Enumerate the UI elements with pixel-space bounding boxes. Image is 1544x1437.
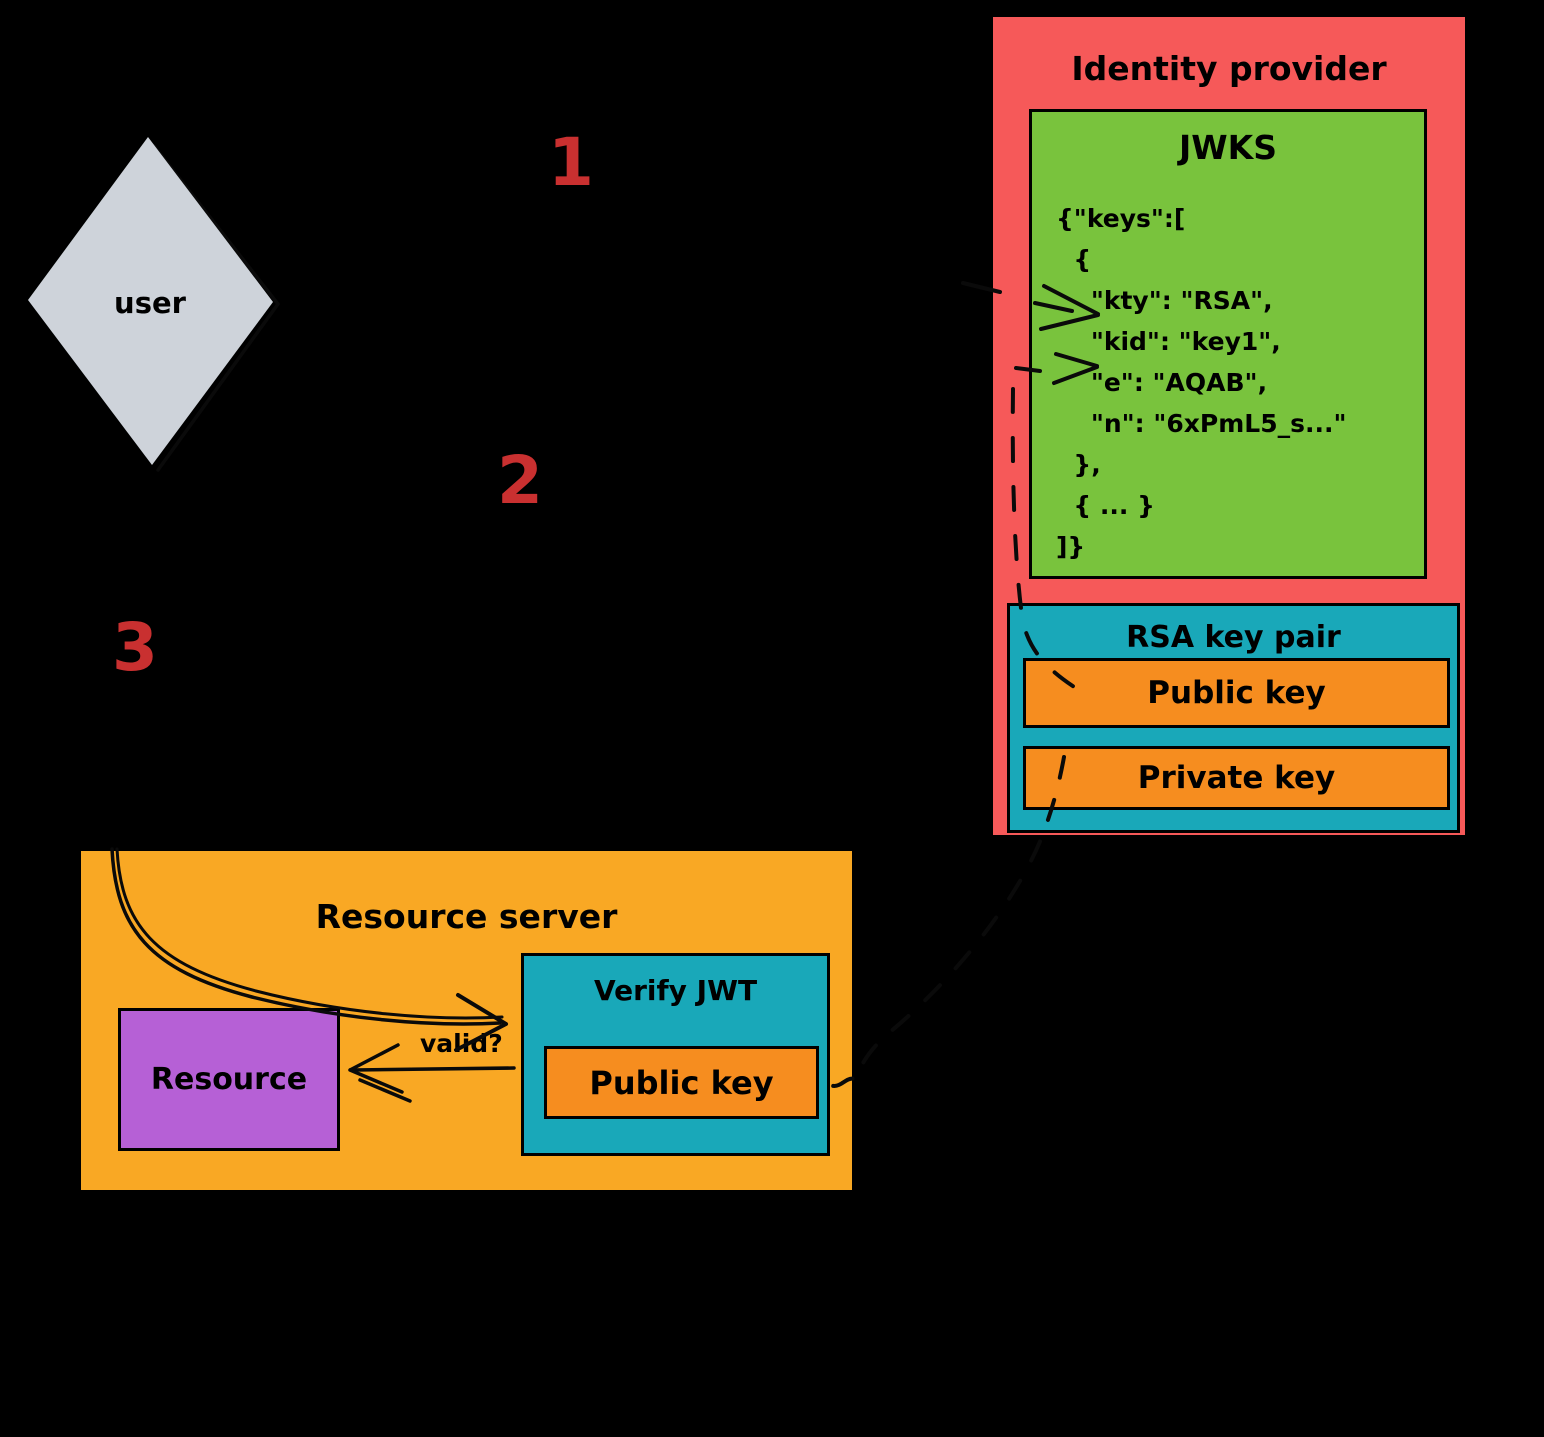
jwks-json-line: "kty": "RSA", [1056,286,1273,315]
jwks-json-line: "n": "6xPmL5_s..." [1056,409,1347,438]
rsa-key-pair-box: RSA key pair Public key Private key [1007,603,1460,833]
rsa-key-pair-title: RSA key pair [1126,620,1341,655]
resource-server-title: Resource server [315,897,618,936]
idp-private-key-label: Private key [1137,760,1336,796]
resource-server-box: Resource server Resource Verify JWT Publ… [78,848,855,1193]
identity-provider-box: Identity provider JWKS {"keys":[ { "kty"… [990,14,1468,838]
valid-question-label: valid? [420,1029,503,1058]
jwks-json-line: }, [1056,450,1101,479]
jwks-json-line: {"keys":[ [1056,204,1186,233]
verify-jwt-title: Verify JWT [593,974,758,1007]
resource-label: Resource [150,1062,308,1097]
jwks-json-line: "e": "AQAB", [1056,368,1268,397]
jwks-json-line: { [1056,245,1092,274]
jwks-json-block: {"keys":[ { "kty": "RSA", "kid": "key1",… [1056,198,1347,567]
verify-jwt-box: Verify JWT Public key [521,953,830,1156]
verify-public-key-label: Public key [589,1063,774,1102]
jwks-json-line: "kid": "key1", [1056,327,1281,356]
idp-public-key-box: Public key [1023,658,1450,728]
verify-public-key-box: Public key [544,1046,819,1119]
jwks-json-line: { ... } [1056,491,1155,520]
user-node-label: user [114,286,186,320]
idp-public-key-label: Public key [1147,675,1326,711]
resource-box: Resource [118,1008,340,1151]
idp-private-key-box: Private key [1023,746,1450,810]
identity-provider-title: Identity provider [1071,49,1387,88]
step-number-2: 2 [497,442,543,519]
jwks-box: JWKS {"keys":[ { "kty": "RSA", "kid": "k… [1029,109,1427,579]
step-number-3: 3 [112,609,158,686]
jwks-title: JWKS [1178,128,1278,167]
step-number-1: 1 [548,124,594,201]
jwks-json-line: ]} [1056,532,1086,561]
